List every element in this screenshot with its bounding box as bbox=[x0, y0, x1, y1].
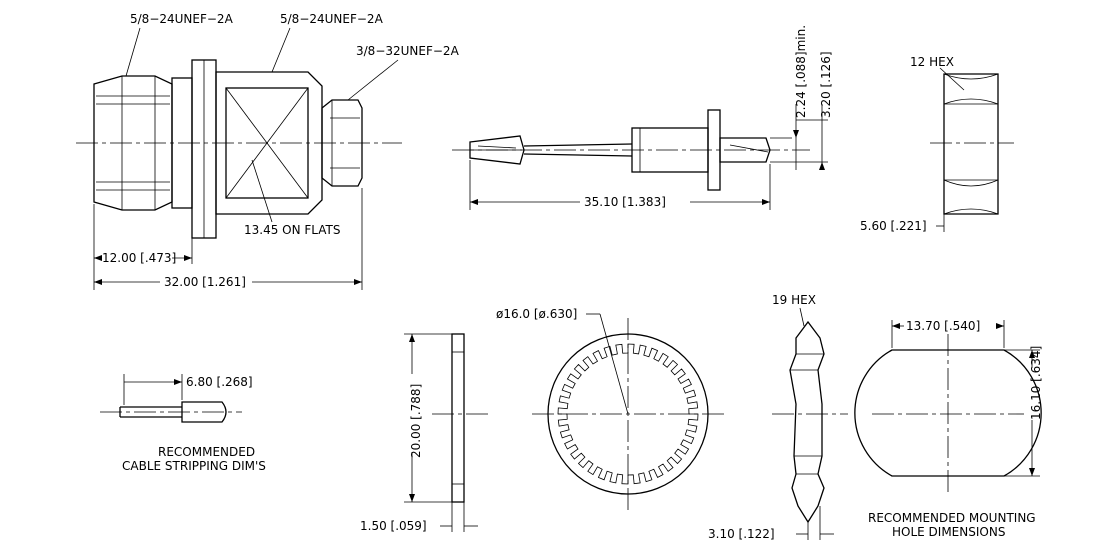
dim-224-label: 2.24 [.088]min. bbox=[794, 25, 808, 118]
dim-32-label: 32.00 [1.261] bbox=[164, 275, 246, 289]
mount-note-line1: RECOMMENDED MOUNTING bbox=[868, 511, 1036, 525]
contact-pin-view bbox=[452, 104, 828, 210]
strip-note-line2: CABLE STRIPPING DIM'S bbox=[122, 459, 266, 473]
hex12-label: 12 HEX bbox=[910, 55, 954, 69]
thread-label-mid: 5/8−24UNEF−2A bbox=[280, 12, 384, 26]
dim-680-label: 6.80 [.268] bbox=[186, 375, 253, 389]
dim-12-label: 12.00 [.473] bbox=[102, 251, 176, 265]
connector-side-view bbox=[76, 27, 402, 290]
thread-label-right: 3/8−32UNEF−2A bbox=[356, 44, 460, 58]
cable-stripping-view bbox=[100, 374, 242, 423]
dim-320-label: 3.20 [.126] bbox=[819, 51, 833, 118]
dim-310-label: 3.10 [.122] bbox=[708, 527, 775, 541]
hex19-label: 19 HEX bbox=[772, 293, 816, 307]
dim-150-label: 1.50 [.059] bbox=[360, 519, 427, 533]
dim-35-label: 35.10 [1.383] bbox=[584, 195, 666, 209]
mounting-hole-view bbox=[854, 320, 1042, 496]
mount-note-line2: HOLE DIMENSIONS bbox=[892, 525, 1005, 539]
dim-1370-label: 13.70 [.540] bbox=[906, 319, 980, 333]
dim-1610-label: 16.10 [.634] bbox=[1029, 346, 1043, 420]
dim-2000-label: 20.00 [.788] bbox=[409, 384, 423, 458]
washer-edge-view bbox=[404, 333, 490, 532]
hex19-nut-view bbox=[772, 307, 848, 540]
dim-160-label: ø16.0 [ø.630] bbox=[496, 307, 577, 321]
lock-washer-face-view bbox=[532, 313, 724, 512]
strip-note-line1: RECOMMENDED bbox=[158, 445, 255, 459]
thread-label-left: 5/8−24UNEF−2A bbox=[130, 12, 234, 26]
on-flats-label: 13.45 ON FLATS bbox=[244, 223, 341, 237]
dim-560-label: 5.60 [.221] bbox=[860, 219, 927, 233]
hex12-nut-view bbox=[930, 67, 1014, 232]
